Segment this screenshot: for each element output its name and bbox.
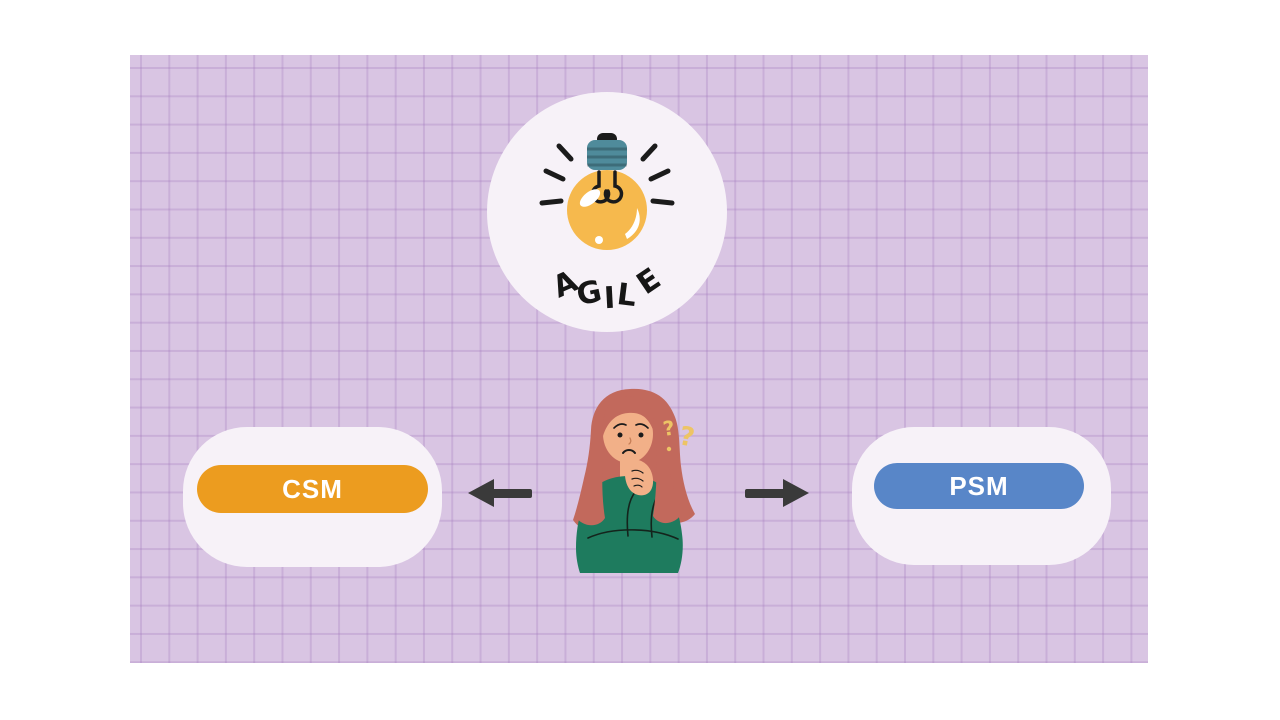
face: [603, 405, 653, 463]
agile-badge: A G I L E: [487, 92, 727, 332]
psm-card: PSM: [852, 427, 1111, 565]
left-arrow-icon: [468, 479, 532, 507]
right-arrow-icon: [745, 479, 809, 507]
psm-button[interactable]: PSM: [874, 463, 1084, 509]
hand: [624, 459, 654, 496]
thinking-person-illustration: ? ?: [573, 388, 697, 573]
svg-text:?: ?: [677, 421, 697, 453]
bulb-cap: [587, 140, 627, 170]
light-rays: [539, 143, 675, 206]
svg-text:?: ?: [661, 416, 676, 441]
lightbulb-icon: [539, 133, 675, 250]
agile-letter: G: [573, 273, 606, 314]
bulb-highlights: [579, 189, 640, 244]
agile-letter: L: [615, 276, 639, 315]
agile-label: A G I L E: [548, 261, 668, 316]
csm-button[interactable]: CSM: [197, 465, 428, 513]
face-features: [613, 423, 649, 454]
bulb-glass: [567, 170, 647, 250]
grid-canvas: A G I L E CSM PSM: [130, 55, 1148, 663]
question-marks: ? ?: [661, 416, 697, 454]
agile-letter: I: [603, 280, 617, 317]
csm-card: CSM: [183, 427, 442, 567]
psm-label: PSM: [949, 470, 1009, 501]
csm-label: CSM: [282, 473, 343, 504]
fringe: [602, 396, 655, 436]
